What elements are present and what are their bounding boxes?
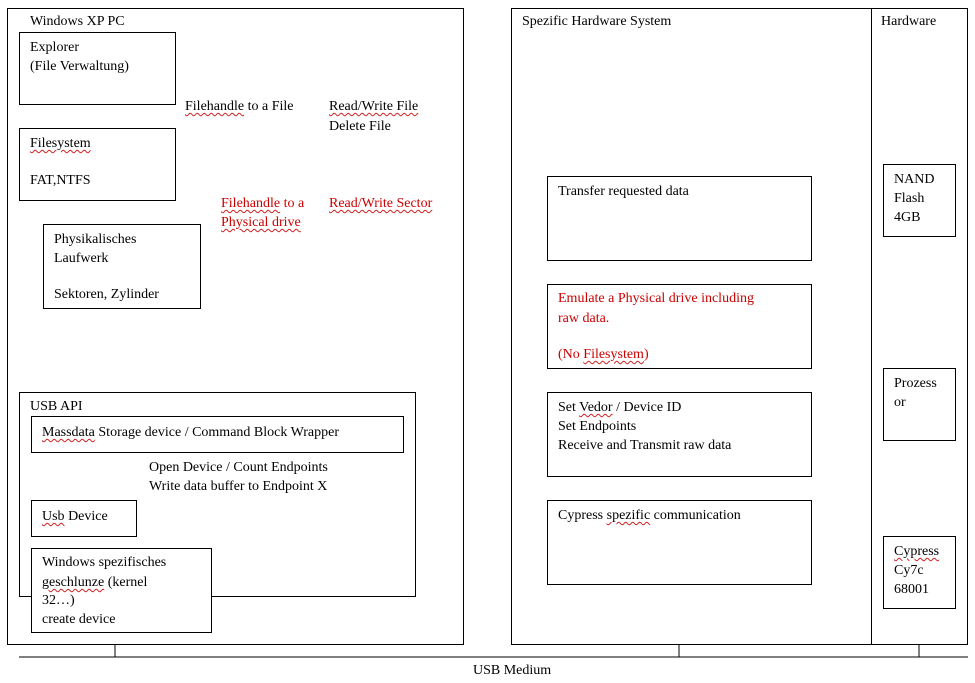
windows-specific-line4: create device	[42, 612, 116, 627]
usb-device-box: Usb Device	[31, 500, 137, 537]
physical-drive-annotation: Physical drive	[221, 215, 301, 230]
filehandle-drive-annotation: Filehandle to a	[221, 196, 305, 211]
transfer-data-box: Transfer requested data	[547, 176, 812, 261]
explorer-box: Explorer (File Verwaltung)	[19, 32, 176, 105]
cypress-chip-box: Cypress Cy7c 68001	[883, 536, 956, 609]
usb-device-label: Usb Device	[42, 509, 108, 524]
set-vendor-box: Set Vedor / Device ID Set Endpoints Rece…	[547, 392, 812, 477]
cypress-chip-line3: 68001	[894, 582, 929, 597]
processor-line2: or	[894, 395, 906, 410]
hardware-title: Hardware	[881, 14, 937, 29]
windows-specific-line1: Windows spezifisches	[42, 555, 167, 570]
spezific-hardware-title: Spezific Hardware System	[522, 14, 672, 29]
usb-medium-label: USB Medium	[473, 663, 552, 678]
usb-api-title: USB API	[30, 399, 83, 414]
physical-drive-details: Sektoren, Zylinder	[54, 287, 159, 302]
windows-specific-line3: 32…)	[42, 593, 75, 608]
nand-line2: Flash	[894, 191, 925, 206]
massdata-storage-label: Massdata Storage device / Command Block …	[42, 425, 340, 440]
processor-line1: Prozess	[894, 376, 937, 391]
set-vendor-line2: Set Endpoints	[558, 419, 637, 434]
emulate-drive-box: Emulate a Physical drive including raw d…	[547, 284, 812, 369]
readwrite-file-annotation: Read/Write File	[329, 99, 419, 114]
emulate-drive-line3: (No Filesystem)	[558, 347, 649, 362]
cypress-communication-box: Cypress spezific communication	[547, 500, 812, 585]
set-vendor-line3: Receive and Transmit raw data	[558, 438, 732, 453]
cypress-chip-line1: Cypress	[894, 544, 940, 559]
windows-xp-pc-title: Windows XP PC	[30, 14, 125, 29]
open-device-annotation: Open Device / Count Endpoints	[149, 460, 328, 475]
cypress-chip-line2: Cy7c	[894, 563, 924, 578]
cypress-communication-label: Cypress spezific communication	[558, 508, 741, 523]
filesystem-box: Filesystem FAT,NTFS	[19, 128, 176, 201]
filesystem-types: FAT,NTFS	[30, 173, 91, 188]
emulate-drive-line2: raw data.	[558, 311, 610, 326]
filehandle-file-annotation: Filehandle to a File	[185, 99, 294, 114]
windows-specific-box: Windows spezifisches geschlunze (kernel …	[31, 548, 212, 633]
nand-flash-box: NAND Flash 4GB	[883, 164, 956, 237]
explorer-label: Explorer	[30, 40, 79, 55]
filesystem-label: Filesystem	[30, 136, 91, 151]
transfer-data-label: Transfer requested data	[558, 184, 689, 199]
delete-file-annotation: Delete File	[329, 119, 391, 134]
physical-drive-label: Physikalisches	[54, 232, 137, 247]
readwrite-sector-annotation: Read/Write Sector	[329, 196, 433, 211]
write-buffer-annotation: Write data buffer to Endpoint X	[149, 479, 328, 494]
massdata-storage-box: Massdata Storage device / Command Block …	[31, 416, 404, 453]
processor-box: Prozess or	[883, 368, 956, 441]
emulate-drive-line1: Emulate a Physical drive including	[558, 291, 754, 306]
windows-specific-line2: geschlunze (kernel	[42, 575, 148, 590]
nand-line1: NAND	[894, 172, 935, 187]
physical-drive-box: Physikalisches Laufwerk Sektoren, Zylind…	[43, 224, 201, 309]
physical-drive-label-2: Laufwerk	[54, 251, 109, 266]
nand-line3: 4GB	[894, 210, 921, 225]
explorer-sublabel: (File Verwaltung)	[30, 59, 129, 74]
set-vendor-line1: Set Vedor / Device ID	[558, 400, 682, 415]
